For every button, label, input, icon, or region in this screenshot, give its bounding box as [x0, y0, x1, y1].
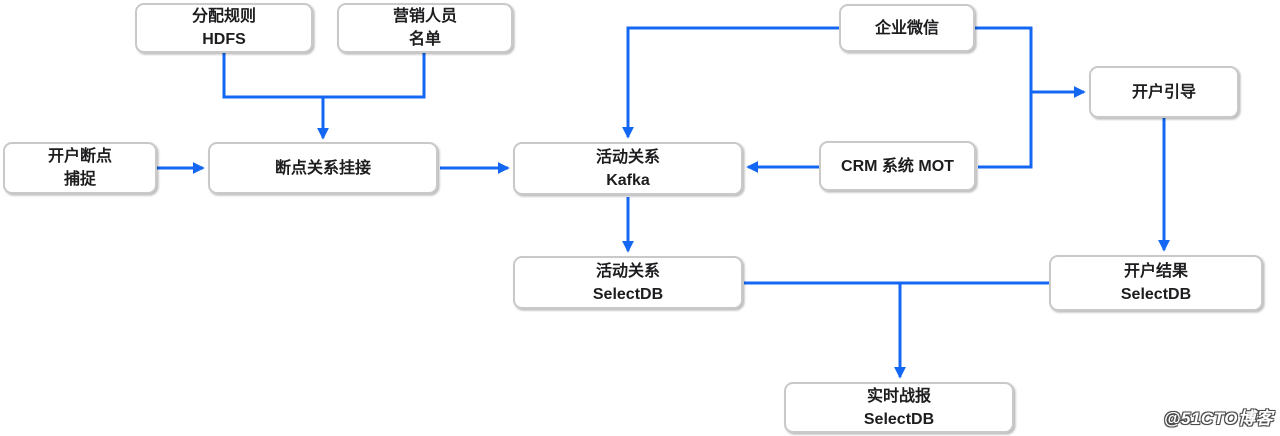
node-activity-relation-kafka: 活动关系 Kafka [513, 142, 743, 195]
node-account-breakpoint-capture: 开户断点 捕捉 [3, 142, 157, 194]
node-label: 捕捉 [63, 171, 96, 188]
node-crm-system-mot: CRM 系统 MOT [819, 141, 976, 191]
node-label: 企业微信 [874, 19, 939, 37]
node-activity-relation-selectdb: 活动关系 SelectDB [513, 256, 743, 309]
node-label: HDFS [202, 31, 246, 48]
node-label: 开户结果 [1123, 263, 1188, 280]
connector-wecom-to-kafka [622, 26, 839, 139]
node-account-opening-guide: 开户引导 [1089, 66, 1239, 118]
node-label: 开户断点 [47, 148, 112, 165]
node-label: SelectDB [592, 285, 664, 303]
node-label: 营销人员 [392, 8, 457, 25]
node-label: Kafka [606, 171, 650, 189]
watermark-51cto: @51CTO博客 [1163, 409, 1273, 428]
connector-wecom-to-crm [975, 26, 1033, 169]
node-label: 活动关系 [595, 148, 660, 166]
node-account-result-selectdb: 开户结果 SelectDB [1049, 255, 1263, 311]
node-label: 实时战报 [866, 387, 931, 405]
node-breakpoint-relation-attach: 断点关系挂接 [208, 142, 438, 194]
node-marketing-staff-roster: 营销人员 名单 [337, 3, 513, 53]
node-label: 分配规则 [191, 8, 256, 25]
node-enterprise-wechat: 企业微信 [839, 4, 975, 52]
connector-hdfs-roster-junction [222, 53, 426, 99]
node-label: SelectDB [863, 410, 935, 428]
node-allocation-rules-hdfs: 分配规则 HDFS [135, 3, 313, 53]
node-label: SelectDB [1120, 286, 1192, 303]
node-label: CRM 系统 MOT [841, 157, 954, 175]
node-label: 开户引导 [1131, 83, 1196, 101]
node-realtime-report-selectdb: 实时战报 SelectDB [784, 382, 1014, 433]
node-label: 断点关系挂接 [274, 159, 371, 177]
node-label: 活动关系 [595, 262, 660, 280]
node-label: 名单 [408, 31, 441, 48]
